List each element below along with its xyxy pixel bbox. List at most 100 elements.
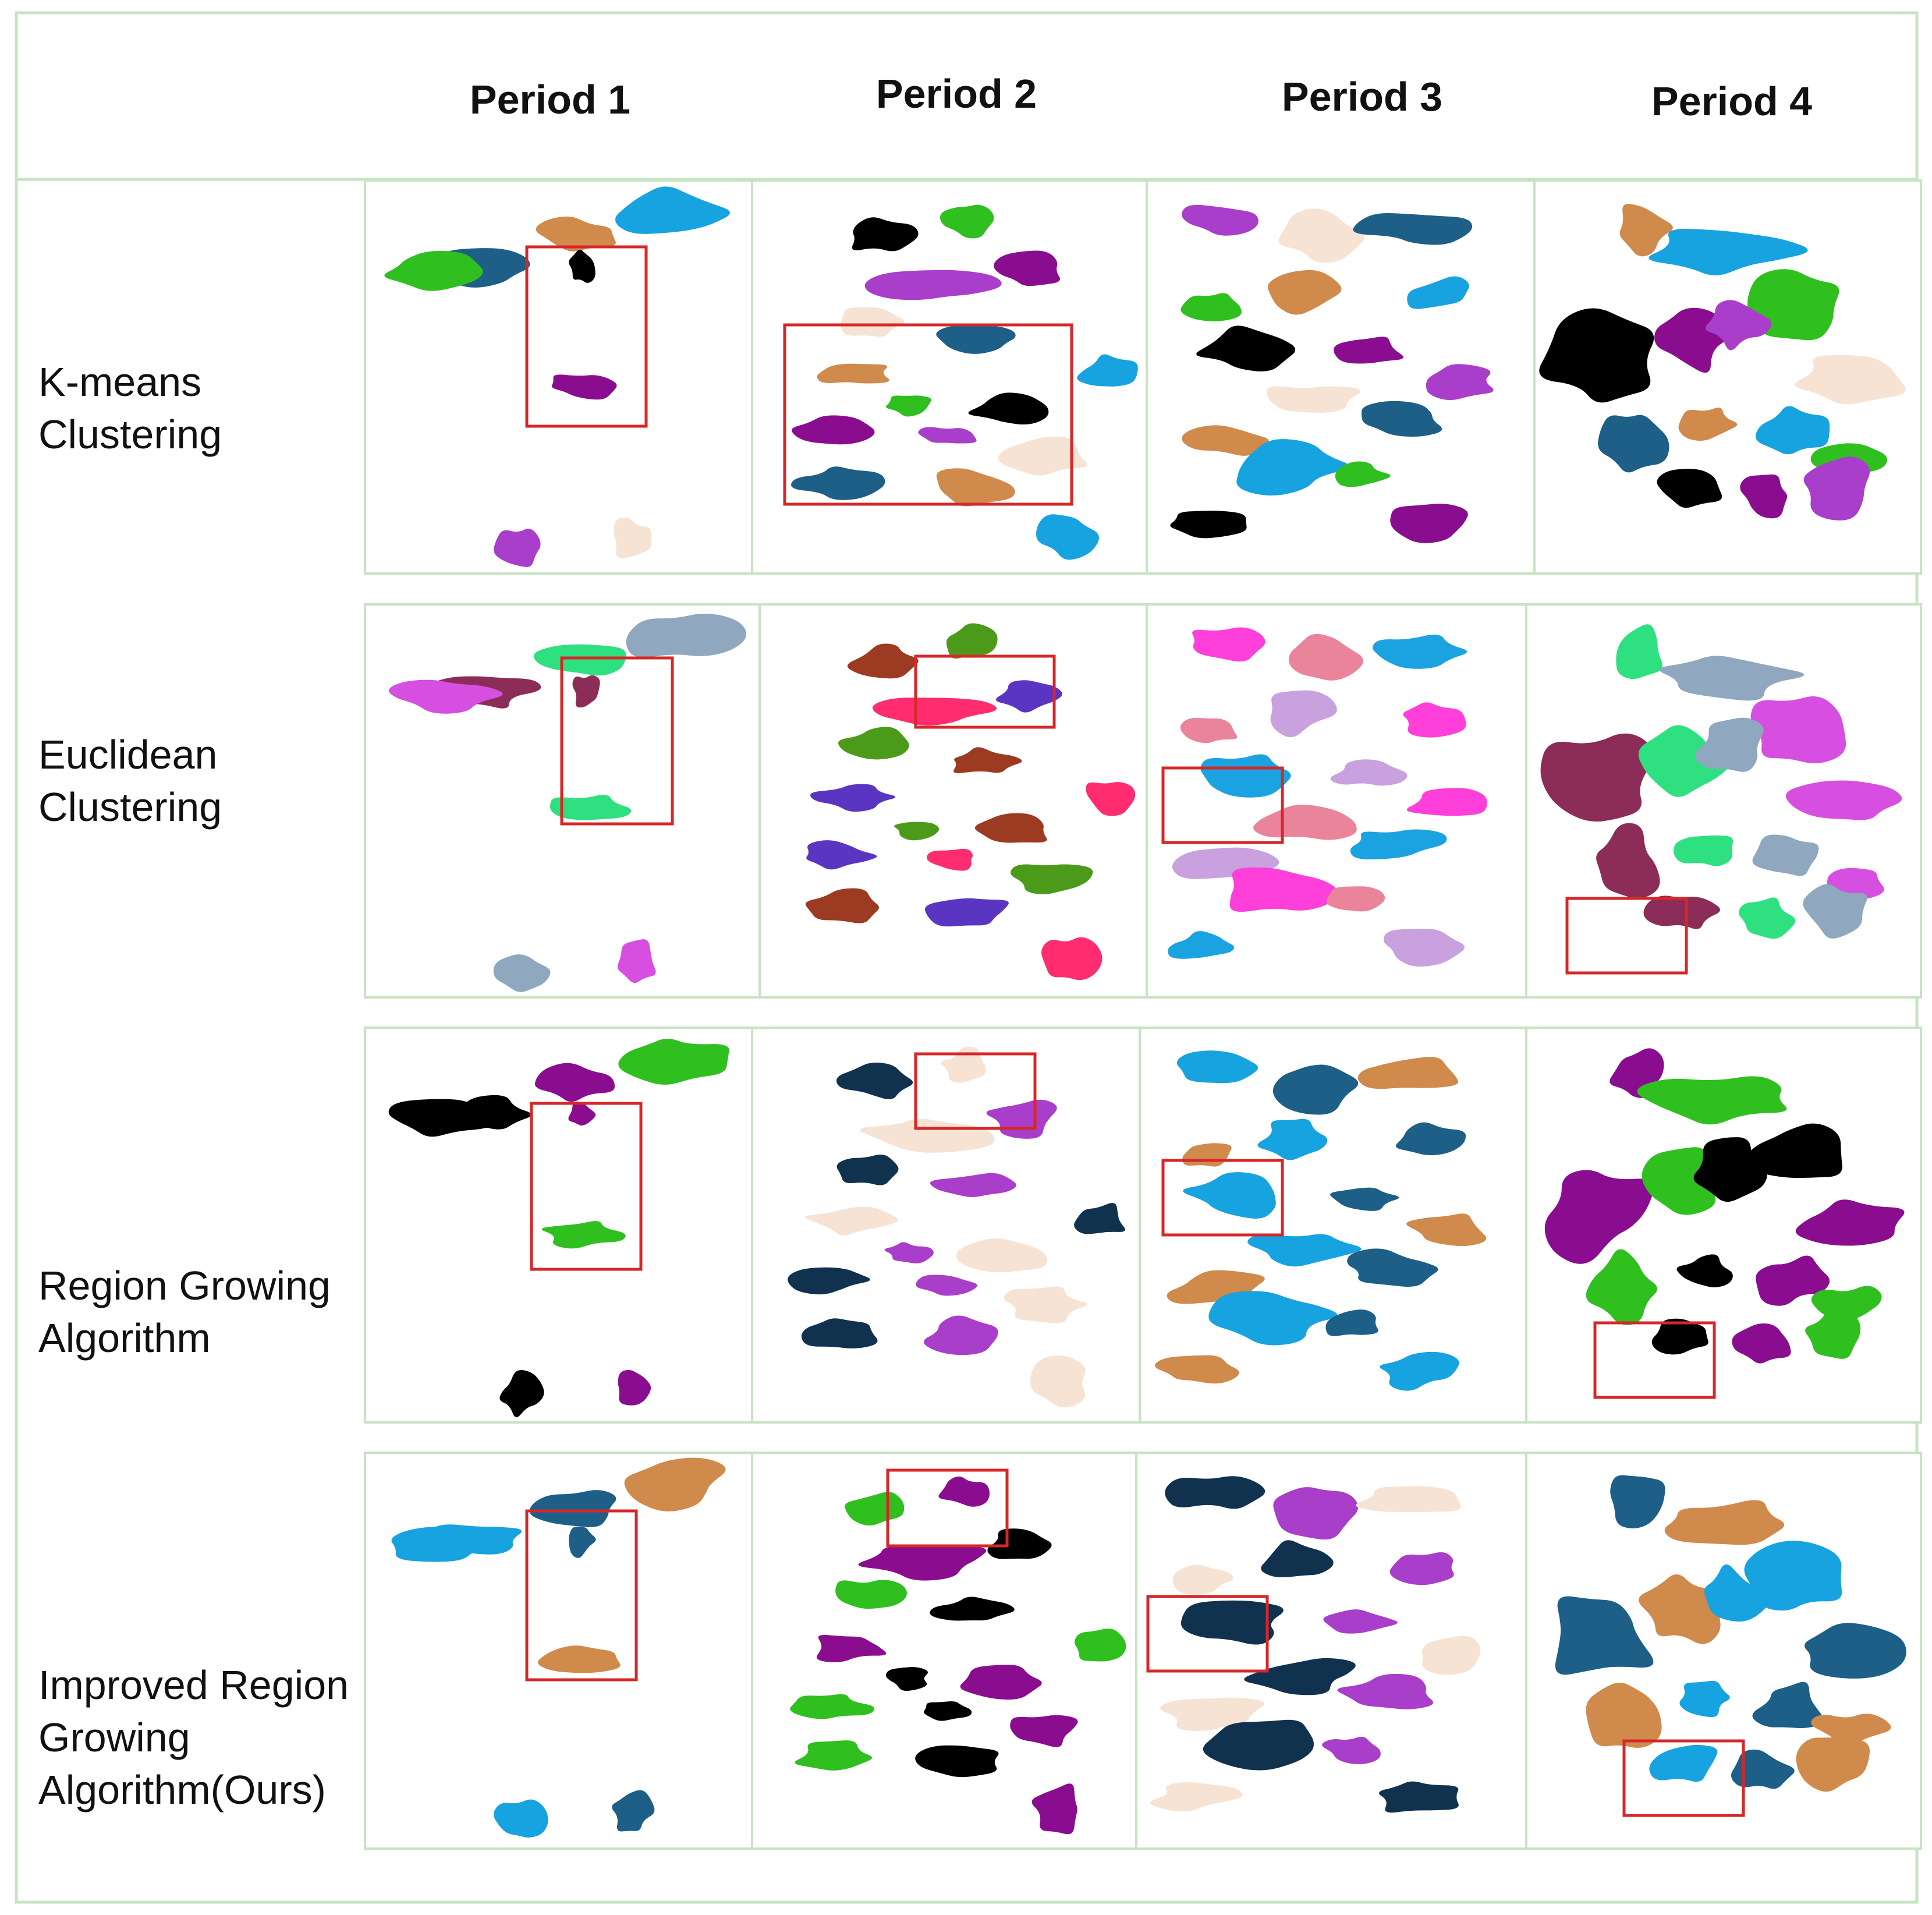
cluster-segment bbox=[1289, 633, 1364, 681]
highlight-box-r3-c3 bbox=[1161, 1159, 1284, 1237]
panel-r2-c4 bbox=[1525, 603, 1922, 999]
cluster-segment bbox=[894, 822, 940, 841]
highlight-box-r1-c1 bbox=[525, 245, 648, 428]
cluster-segment bbox=[1379, 1781, 1459, 1813]
cluster-segment bbox=[946, 623, 998, 659]
cluster-segment bbox=[1596, 823, 1660, 899]
cluster-segment bbox=[1236, 439, 1350, 496]
cluster-segment bbox=[816, 1635, 887, 1662]
cluster-segment bbox=[1805, 1308, 1861, 1359]
cluster-segment bbox=[1362, 401, 1442, 437]
cluster-segment bbox=[960, 1665, 1042, 1700]
cluster-segment bbox=[1350, 829, 1447, 860]
cluster-segment bbox=[924, 1701, 972, 1721]
panel-r1-c1 bbox=[364, 179, 753, 575]
cluster-segment bbox=[1356, 1486, 1461, 1512]
cluster-segment bbox=[1616, 624, 1662, 679]
cluster-segment bbox=[1693, 1137, 1767, 1202]
cluster-segment bbox=[1649, 1744, 1718, 1782]
cluster-segment bbox=[1811, 1714, 1891, 1748]
highlight-box-r4-c4 bbox=[1622, 1739, 1745, 1817]
panel-r4-c2 bbox=[751, 1452, 1137, 1850]
cluster-segment bbox=[1160, 1697, 1265, 1732]
cluster-segment bbox=[1030, 1355, 1086, 1408]
cluster-segment bbox=[1673, 835, 1734, 866]
cluster-segment bbox=[499, 1369, 544, 1418]
row-labels: K-meansClusteringEuclideanClusteringRegi… bbox=[38, 359, 349, 1813]
cluster-segment bbox=[974, 813, 1047, 843]
cluster-segment bbox=[1168, 931, 1235, 959]
cluster-segment bbox=[1804, 1623, 1906, 1679]
panel-r3-c2 bbox=[751, 1026, 1141, 1424]
cluster-segment bbox=[391, 1527, 499, 1562]
cluster-segment bbox=[926, 848, 973, 871]
panel-r1-c2 bbox=[751, 179, 1148, 575]
cluster-segment bbox=[618, 1039, 729, 1085]
cluster-segment bbox=[930, 1173, 1016, 1198]
cluster-segment bbox=[918, 427, 977, 444]
cluster-segment bbox=[1383, 929, 1465, 967]
cluster-segment bbox=[995, 680, 1062, 713]
highlight-box-r3-c2 bbox=[914, 1052, 1037, 1130]
cluster-segment bbox=[1077, 354, 1138, 387]
column-header-4: Period 4 bbox=[1651, 79, 1812, 124]
cluster-segment bbox=[1196, 325, 1296, 371]
panel-r1-c3 bbox=[1146, 179, 1536, 575]
cluster-segment bbox=[534, 1063, 615, 1102]
cluster-segment bbox=[550, 795, 632, 820]
panel-r3-c4 bbox=[1525, 1026, 1922, 1424]
cluster-segment bbox=[1643, 895, 1720, 929]
cluster-segment bbox=[1679, 1680, 1730, 1718]
panel-r2-c3 bbox=[1146, 603, 1527, 999]
cluster-segment bbox=[1637, 1076, 1787, 1125]
cluster-segment bbox=[1395, 1122, 1466, 1156]
cluster-segment bbox=[884, 1242, 934, 1263]
cluster-segment bbox=[885, 1667, 928, 1691]
cluster-segment bbox=[864, 270, 1002, 300]
cluster-segment bbox=[886, 395, 931, 417]
cluster-segment bbox=[1273, 1487, 1359, 1540]
cluster-segment bbox=[1744, 1541, 1842, 1611]
cluster-segment bbox=[1380, 1351, 1459, 1391]
cluster-segment bbox=[626, 614, 747, 657]
cluster-segment bbox=[953, 747, 1022, 773]
cluster-segment bbox=[805, 888, 880, 923]
cluster-segment bbox=[788, 1267, 870, 1295]
cluster-segment bbox=[987, 1528, 1052, 1559]
cluster-segment bbox=[1651, 1318, 1708, 1355]
cluster-segment bbox=[1678, 408, 1738, 441]
cluster-segment bbox=[805, 1206, 898, 1236]
cluster-segment bbox=[791, 466, 885, 500]
row-label-4-line-2: Growing bbox=[38, 1715, 190, 1760]
panel-r1-c4 bbox=[1533, 179, 1922, 575]
cluster-segment bbox=[1664, 1500, 1785, 1545]
cluster-segment bbox=[1756, 1255, 1830, 1306]
cluster-segment bbox=[1183, 1172, 1276, 1219]
cluster-segment bbox=[1390, 504, 1468, 543]
cluster-segment bbox=[384, 250, 483, 291]
cluster-segment bbox=[1010, 1715, 1078, 1747]
cluster-segment bbox=[494, 1799, 548, 1838]
cluster-segment bbox=[1337, 1673, 1434, 1709]
cluster-segment bbox=[994, 250, 1060, 286]
cluster-segment bbox=[1752, 834, 1819, 876]
cluster-segment bbox=[1732, 1323, 1791, 1364]
panel-border bbox=[751, 1452, 1137, 1850]
cluster-segment bbox=[1267, 270, 1342, 315]
cluster-segment bbox=[1011, 864, 1093, 894]
cluster-segment bbox=[998, 436, 1087, 476]
cluster-segment bbox=[1803, 884, 1867, 939]
cluster-segment bbox=[1181, 293, 1242, 321]
cluster-segment bbox=[817, 363, 889, 384]
cluster-segment bbox=[1208, 1291, 1338, 1346]
cluster-segment bbox=[924, 1315, 998, 1355]
highlight-box-r1-c2 bbox=[783, 323, 1073, 506]
cluster-segment bbox=[924, 898, 1009, 927]
cluster-segment bbox=[1075, 1629, 1126, 1662]
cluster-segment bbox=[1325, 1309, 1378, 1336]
panel-r4-c4 bbox=[1525, 1452, 1922, 1850]
cluster-segment bbox=[1172, 1564, 1233, 1595]
cluster-segment bbox=[533, 644, 626, 676]
cluster-segment bbox=[389, 679, 503, 714]
